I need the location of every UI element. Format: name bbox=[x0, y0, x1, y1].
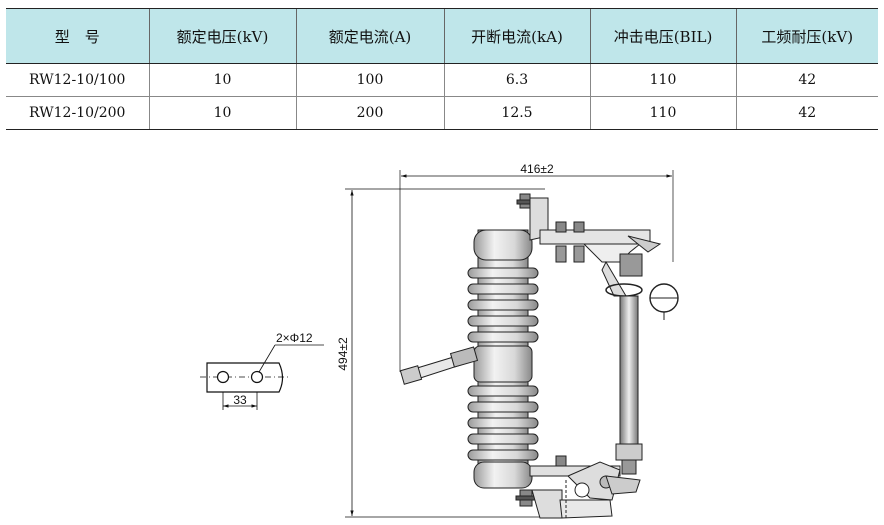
mounting-arm bbox=[399, 346, 479, 385]
spec-table: 型 号 额定电压(kV) 额定电流(A) 开断电流(kA) 冲击电压(BIL) … bbox=[6, 8, 878, 130]
cell-withstand: 42 bbox=[735, 63, 878, 97]
cell-withstand: 42 bbox=[735, 96, 878, 130]
hole-icon bbox=[250, 370, 264, 384]
header-impulse-voltage: 冲击电压(BIL) bbox=[589, 8, 736, 64]
hole-icon bbox=[216, 370, 230, 384]
cell-breaking-current: 12.5 bbox=[443, 96, 590, 130]
table-row: RW12-10/100 10 100 6.3 110 42 bbox=[6, 63, 878, 97]
cell-model: RW12-10/200 bbox=[6, 96, 149, 130]
cell-impulse-voltage: 110 bbox=[589, 63, 736, 97]
cell-rated-current: 200 bbox=[295, 96, 444, 130]
header-rated-voltage: 额定电压(kV) bbox=[148, 8, 296, 64]
cell-rated-current: 100 bbox=[295, 63, 444, 97]
cell-breaking-current: 6.3 bbox=[443, 63, 590, 97]
hole-spacing-label: 33 bbox=[233, 393, 247, 407]
cell-rated-voltage: 10 bbox=[148, 63, 296, 97]
header-rated-current: 额定电流(A) bbox=[295, 8, 444, 64]
table-header-row: 型 号 额定电压(kV) 额定电流(A) 开断电流(kA) 冲击电压(BIL) … bbox=[6, 8, 878, 64]
bottom-contact bbox=[515, 455, 641, 520]
top-contact bbox=[516, 193, 679, 320]
insulator bbox=[467, 229, 539, 489]
height-dimension-label: 494±2 bbox=[336, 337, 350, 371]
header-model: 型 号 bbox=[6, 8, 149, 64]
fuse-tube bbox=[615, 295, 643, 475]
header-breaking-current: 开断电流(kA) bbox=[443, 8, 590, 64]
table-row: RW12-10/200 10 200 12.5 110 42 bbox=[6, 96, 878, 130]
cell-model: RW12-10/100 bbox=[6, 63, 149, 97]
dimension-lines: 416±2 494±2 bbox=[336, 162, 674, 518]
hole-note-label: 2×Φ12 bbox=[276, 331, 313, 345]
cell-rated-voltage: 10 bbox=[148, 96, 296, 130]
bracket-detail: 33 2×Φ12 bbox=[200, 331, 324, 410]
width-dimension-label: 416±2 bbox=[520, 162, 554, 176]
header-power-frequency-withstand: 工频耐压(kV) bbox=[735, 8, 878, 64]
cell-impulse-voltage: 110 bbox=[589, 96, 736, 130]
